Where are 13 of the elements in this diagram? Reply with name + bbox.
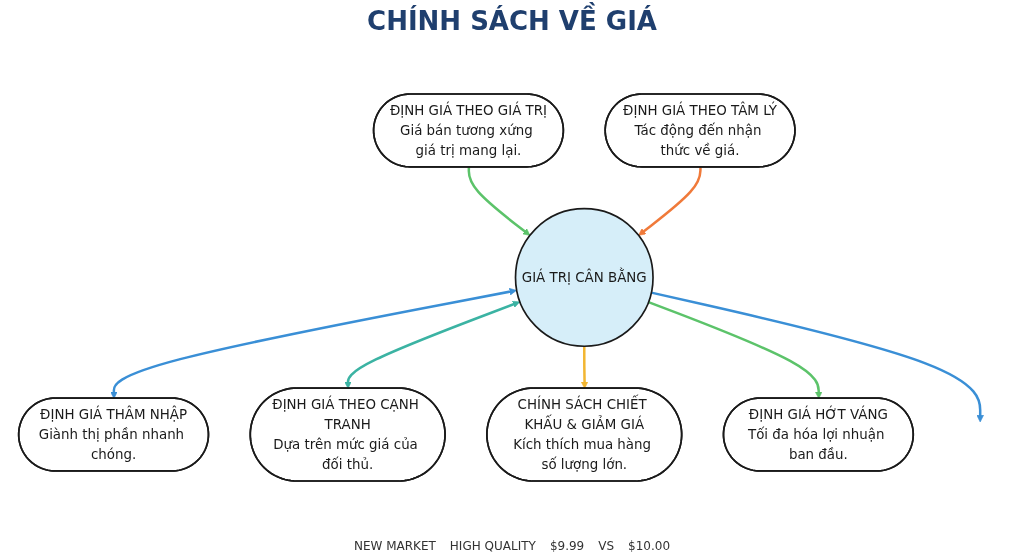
icon-caption: $10.00 xyxy=(628,539,671,553)
icon-caption: $9.99 xyxy=(549,539,585,553)
arrow xyxy=(580,346,589,389)
arrow xyxy=(110,288,517,399)
arrow xyxy=(344,300,520,389)
icon-caption: HIGH QUALITY xyxy=(449,539,536,553)
icon-caption: VS xyxy=(598,539,615,553)
icon-caption: NEW MARKET xyxy=(353,539,436,553)
arrow xyxy=(648,300,823,399)
arrow xyxy=(467,167,531,236)
node-circle: GIÁ TRỊ CÂN BẰNG xyxy=(514,207,654,348)
arrow xyxy=(638,167,702,236)
arrow xyxy=(651,291,984,423)
